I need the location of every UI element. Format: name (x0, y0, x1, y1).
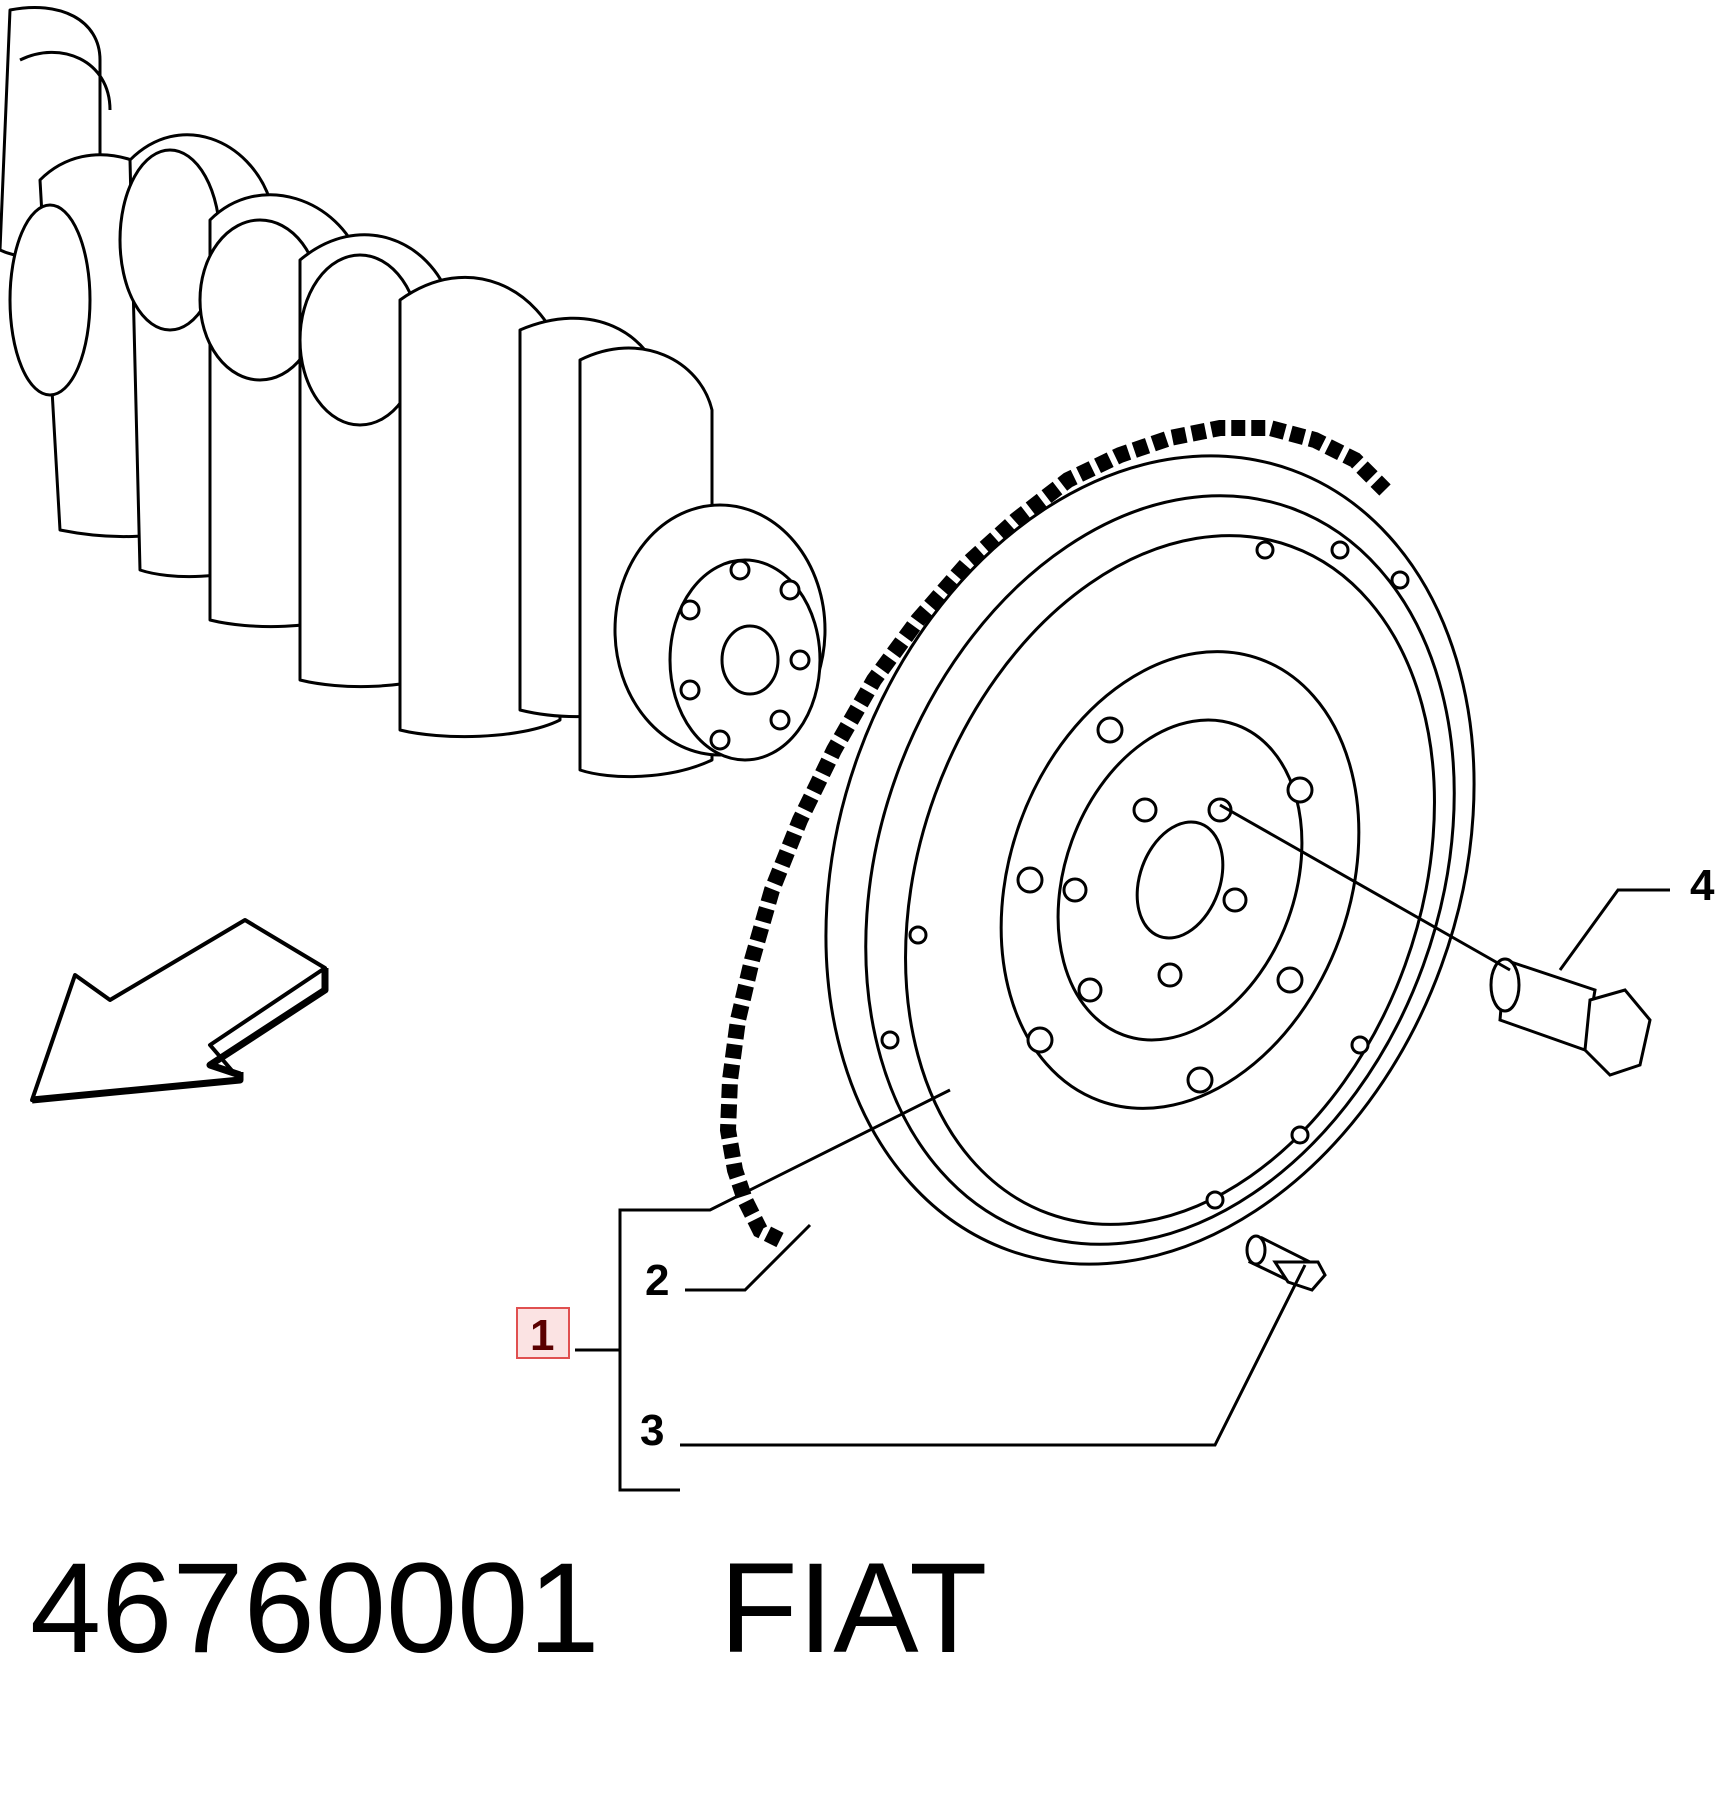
dowel-pin-drawing (1245, 1234, 1327, 1292)
direction-arrow (30, 918, 329, 1104)
crankshaft-drawing (0, 5, 827, 779)
callout-label-4: 4 (1690, 861, 1715, 910)
callout-label-3: 3 (640, 1406, 664, 1455)
brand-name: FIAT (719, 1537, 988, 1680)
callout-label-1: 1 (530, 1311, 554, 1360)
leader-lines (575, 803, 1670, 1492)
part-number: 46760001 (30, 1537, 600, 1680)
bolt-drawing (1489, 957, 1652, 1077)
callout-highlight-box (516, 1307, 570, 1359)
flywheel-drawing (719, 420, 1476, 1266)
callout-label-2: 2 (645, 1256, 669, 1305)
